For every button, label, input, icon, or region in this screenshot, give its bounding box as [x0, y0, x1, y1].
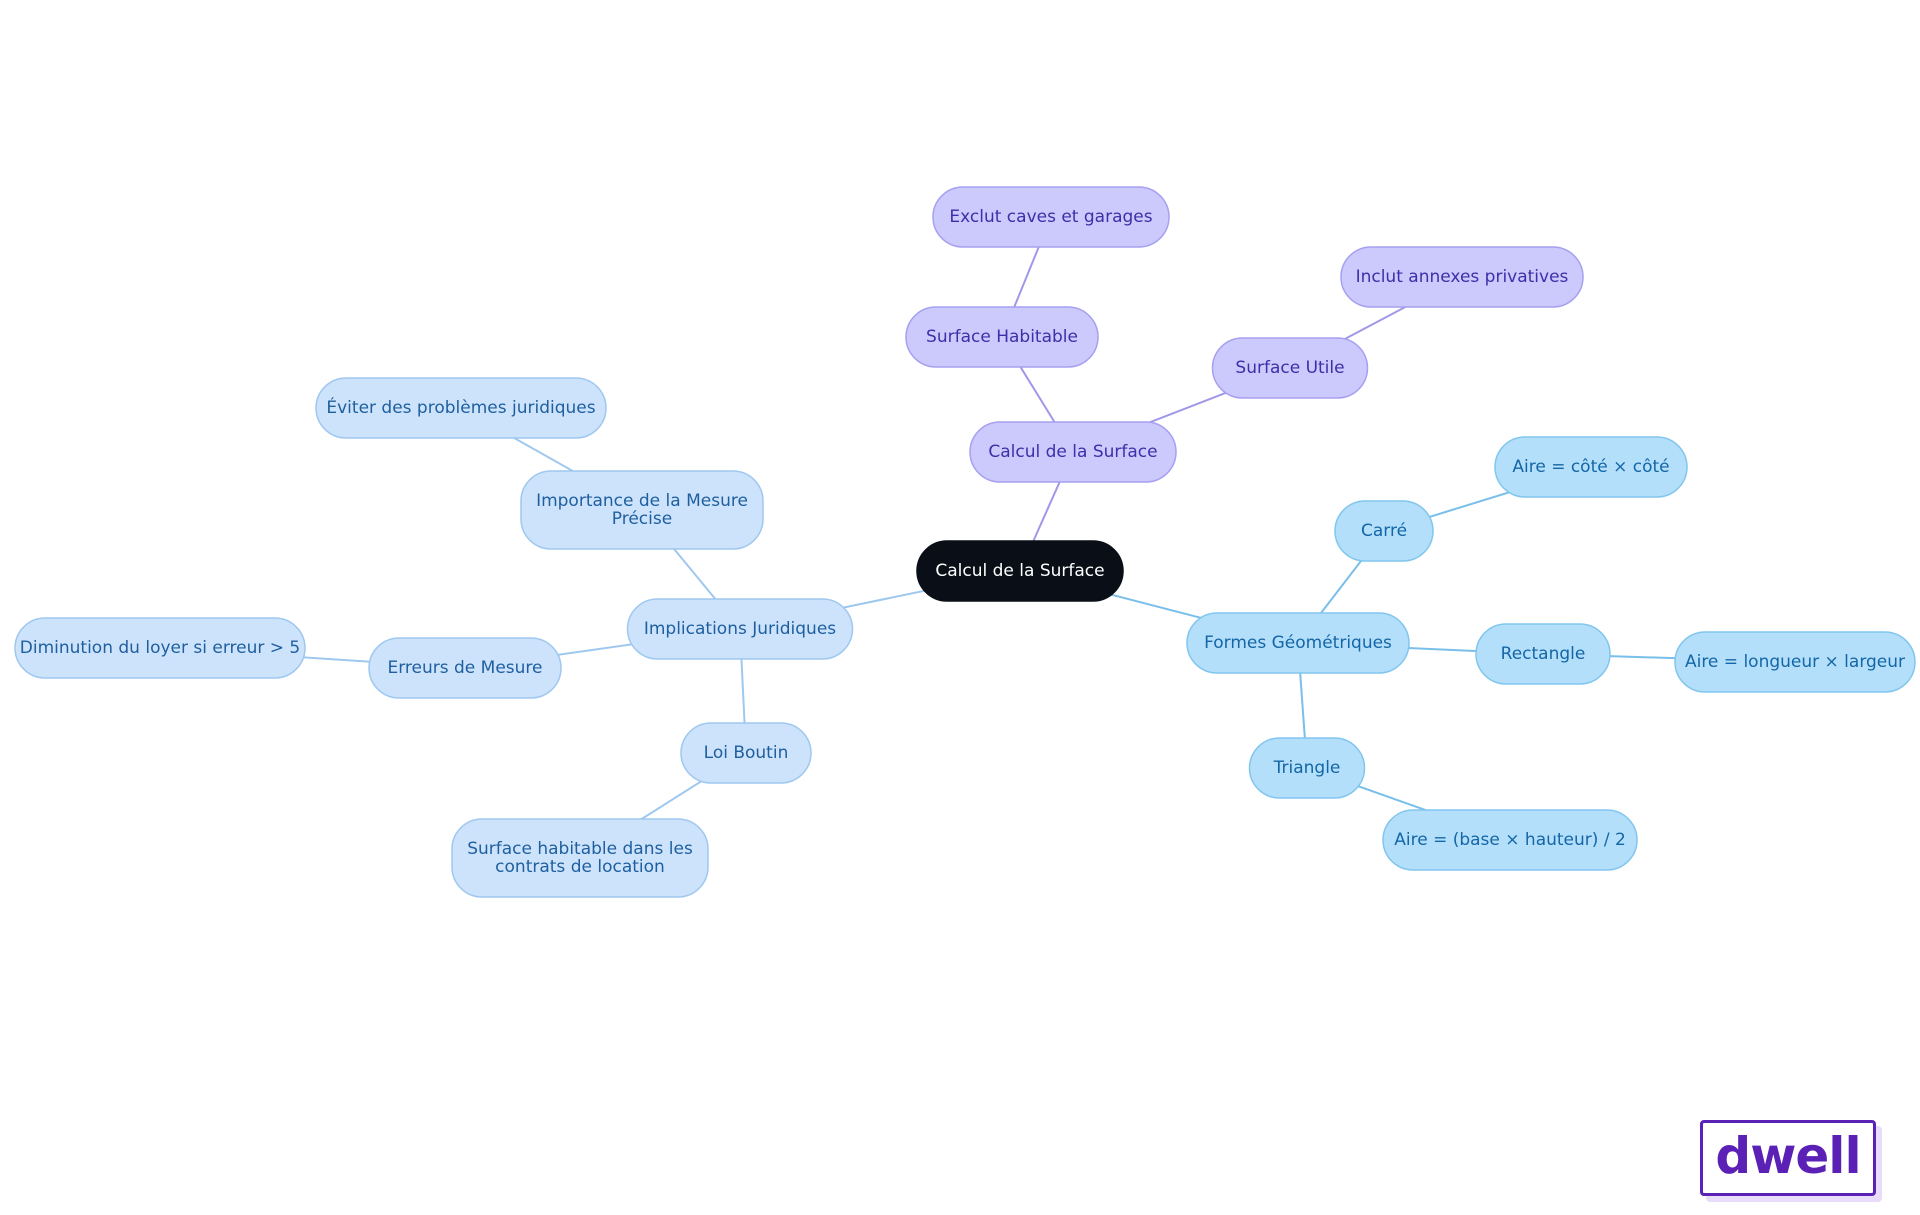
node-label-aire-carre: Aire = côté × côté — [1512, 457, 1669, 477]
node-label-impl: Implications Juridiques — [644, 619, 836, 639]
node-box-importance — [520, 470, 764, 550]
node-label-boutin: Loi Boutin — [704, 743, 789, 763]
node-label-utile: Surface Utile — [1235, 358, 1344, 378]
node-label-aire-tri: Aire = (base × hauteur) / 2 — [1394, 830, 1626, 850]
node-rect: Rectangle — [1475, 623, 1611, 685]
node-box-aire-carre — [1494, 436, 1688, 498]
node-label-contrats-line-1: Surface habitable dans les — [467, 839, 693, 859]
node-carre: Carré — [1334, 500, 1434, 562]
node-exclut: Exclut caves et garages — [932, 186, 1170, 248]
node-box-diminution — [14, 617, 306, 679]
node-eviter: Éviter des problèmes juridiques — [315, 377, 607, 439]
node-tri: Triangle — [1248, 737, 1366, 799]
node-calc: Calcul de la Surface — [969, 421, 1177, 483]
node-box-exclut — [932, 186, 1170, 248]
node-aire-tri: Aire = (base × hauteur) / 2 — [1382, 809, 1638, 871]
node-box-aire-tri — [1382, 809, 1638, 871]
node-label-diminution: Diminution du loyer si erreur > 5 — [20, 638, 300, 658]
node-utile: Surface Utile — [1211, 337, 1369, 399]
node-label-importance-line-1: Importance de la Mesure — [536, 491, 748, 511]
node-box-utile — [1211, 337, 1369, 399]
node-label-tri: Triangle — [1273, 758, 1341, 778]
node-label-aire-rect: Aire = longueur × largeur — [1685, 652, 1905, 672]
node-box-boutin — [680, 722, 812, 784]
node-diminution: Diminution du loyer si erreur > 5 — [14, 617, 306, 679]
node-label-root: Calcul de la Surface — [935, 561, 1104, 581]
node-box-tri — [1248, 737, 1366, 799]
node-label-exclut: Exclut caves et garages — [949, 207, 1152, 227]
node-box-root — [916, 540, 1124, 602]
node-box-calc — [969, 421, 1177, 483]
node-label-formes: Formes Géométriques — [1204, 633, 1392, 653]
node-impl: Implications Juridiques — [626, 598, 854, 660]
node-boutin: Loi Boutin — [680, 722, 812, 784]
node-label-eviter: Éviter des problèmes juridiques — [326, 396, 595, 418]
node-inclut: Inclut annexes privatives — [1340, 246, 1584, 308]
node-label-contrats-line-2: contrats de location — [495, 857, 665, 877]
node-label-rect: Rectangle — [1501, 644, 1586, 664]
node-aire-carre: Aire = côté × côté — [1494, 436, 1688, 498]
node-box-aire-rect — [1674, 631, 1916, 693]
node-box-hab — [905, 306, 1099, 368]
node-label-importance-line-2: Précise — [612, 509, 672, 529]
node-label-erreurs: Erreurs de Mesure — [387, 658, 542, 678]
node-box-impl — [626, 598, 854, 660]
node-label-inclut: Inclut annexes privatives — [1356, 267, 1569, 287]
node-label-calc: Calcul de la Surface — [988, 442, 1157, 462]
node-aire-rect: Aire = longueur × largeur — [1674, 631, 1916, 693]
node-label-hab: Surface Habitable — [926, 327, 1078, 347]
node-box-carre — [1334, 500, 1434, 562]
node-hab: Surface Habitable — [905, 306, 1099, 368]
dwell-logo-text: dwell — [1715, 1127, 1861, 1185]
node-box-rect — [1475, 623, 1611, 685]
node-box-contrats — [451, 818, 709, 898]
node-box-formes — [1186, 612, 1410, 674]
node-erreurs: Erreurs de Mesure — [368, 637, 562, 699]
node-box-erreurs — [368, 637, 562, 699]
node-formes: Formes Géométriques — [1186, 612, 1410, 674]
node-label-carre: Carré — [1361, 521, 1407, 541]
node-root: Calcul de la Surface — [916, 540, 1124, 602]
node-box-eviter — [315, 377, 607, 439]
dwell-logo: dwell — [1700, 1120, 1876, 1196]
node-box-inclut — [1340, 246, 1584, 308]
